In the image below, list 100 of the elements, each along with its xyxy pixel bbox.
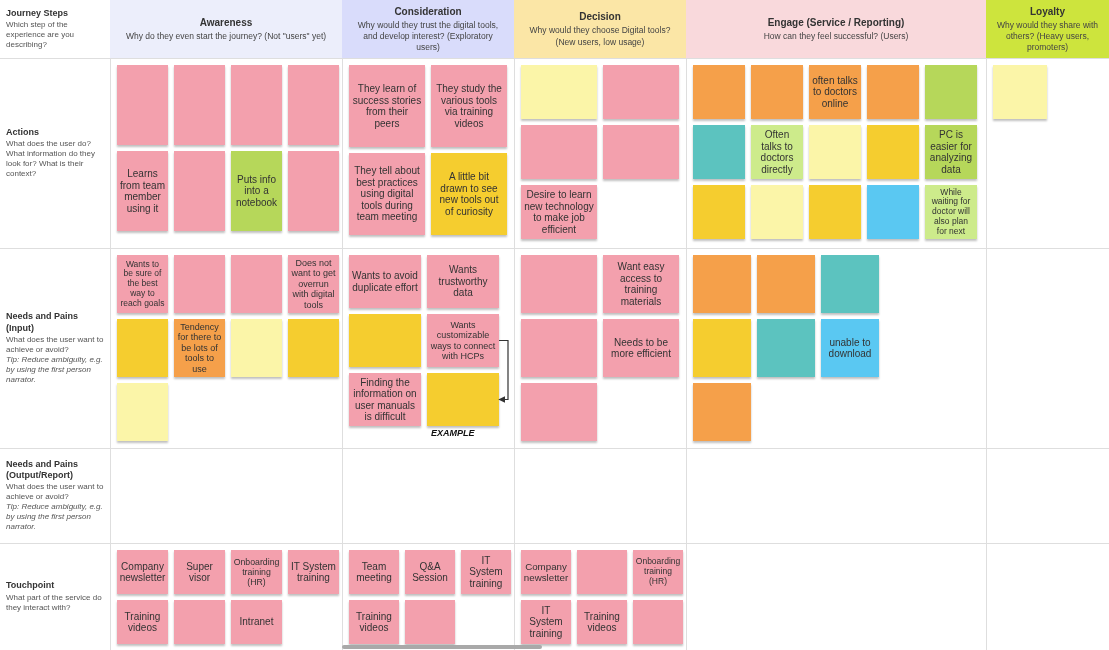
sticky-note: Wants to be sure of the best way to reach goals — [117, 255, 168, 313]
stage-header — [514, 0, 686, 58]
stage-question: Why would they share with others? (Heavy users, promoters) — [996, 19, 1099, 54]
sticky-note: Desire to learn new technology to make job efficient — [521, 185, 597, 239]
stage-title: Engage (Service / Reporting) — [767, 15, 905, 29]
sticky-note: They learn of success stories from their peers — [349, 65, 425, 147]
sticky-note: Training videos — [577, 600, 627, 644]
sticky-note — [521, 65, 597, 119]
sticky-note — [757, 255, 815, 313]
stage-title: Awareness — [199, 15, 253, 29]
sticky-note — [693, 383, 751, 441]
sticky-note: often talks to doctors online — [809, 65, 861, 119]
sticky-note — [288, 319, 339, 377]
sticky-note — [751, 185, 803, 239]
sticky-note: Super visor — [174, 550, 225, 594]
sticky-note: Training videos — [349, 600, 399, 644]
sticky-note — [521, 125, 597, 179]
row-title: Actions — [6, 126, 40, 139]
sticky-note: Company newsletter — [117, 550, 168, 594]
stage-question: Why would they trust the digital tools, and develop interest? (Exploratory users) — [356, 19, 500, 54]
sticky-note — [521, 383, 597, 441]
sticky-note — [633, 600, 683, 644]
sticky-note — [349, 314, 421, 367]
sticky-note: Learns from team member using it — [117, 151, 168, 231]
row-description: What part of the service do they interact with? — [6, 592, 103, 613]
sticky-note — [288, 151, 339, 231]
sticky-note: They tell about best practices using digital tools during team meeting — [349, 153, 425, 235]
sticky-note — [117, 65, 168, 145]
sticky-note — [693, 319, 751, 377]
sticky-note: Want easy access to training materials — [603, 255, 679, 313]
sticky-note — [757, 319, 815, 377]
sticky-note: IT System training — [461, 550, 511, 594]
stage-title: Loyalty — [1030, 4, 1065, 18]
sticky-note — [693, 255, 751, 313]
tip-text: Tip: Reduce ambiguity, e.g. by using the first person narrator. — [6, 354, 104, 385]
sticky-note — [693, 185, 745, 239]
row-title: Touchpoint — [6, 580, 56, 592]
sticky-note: Does not want to get overrun with digital tools — [288, 255, 339, 313]
sticky-note — [867, 65, 919, 119]
row-description: What does the user want to achieve or avoid? — [6, 334, 104, 355]
stage-header — [686, 0, 986, 58]
sticky-note — [288, 65, 339, 145]
sticky-note: Onboarding training (HR) — [231, 550, 282, 594]
sticky-note — [751, 65, 803, 119]
sticky-note — [231, 255, 282, 313]
sticky-note — [174, 255, 225, 313]
sticky-note — [427, 373, 499, 426]
sticky-note — [174, 151, 225, 231]
sticky-note — [117, 383, 168, 441]
sticky-note — [577, 550, 627, 594]
sticky-note — [821, 255, 879, 313]
sticky-note: Q&A Session — [405, 550, 455, 594]
stage-header — [110, 0, 342, 58]
sticky-note: Intranet — [231, 600, 282, 644]
sticky-note — [174, 65, 225, 145]
row-title: Journey Steps — [6, 7, 70, 20]
sticky-note — [993, 65, 1047, 119]
sticky-note — [693, 65, 745, 119]
sticky-note: Company newsletter — [521, 550, 571, 594]
stage-header — [986, 0, 1109, 58]
stamp-label: EXAMPLE — [431, 428, 475, 438]
sticky-note — [231, 319, 282, 377]
sticky-note: Wants customizable ways to connect with HCPs — [427, 314, 499, 367]
row-description: What does the user want to achieve or avoid? — [6, 482, 104, 503]
sticky-note: unable to download — [821, 319, 879, 377]
stage-header — [342, 0, 514, 58]
sticky-note — [603, 125, 679, 179]
sticky-note — [521, 255, 597, 313]
sticky-note: They study the various tools via training videos — [431, 65, 507, 147]
stage-title: Consideration — [394, 4, 462, 18]
row-title: Needs and Pains (Input) — [6, 311, 80, 334]
sticky-note: PC is easier for analyzing data — [925, 125, 977, 179]
sticky-note: Training videos — [117, 600, 168, 644]
sticky-note — [867, 185, 919, 239]
sticky-note — [693, 125, 745, 179]
sticky-note — [174, 600, 225, 644]
sticky-note — [925, 65, 977, 119]
sticky-note: Team meeting — [349, 550, 399, 594]
sticky-note: Onboarding training (HR) — [633, 550, 683, 594]
row-description: Which step of the experience are you describing? — [6, 20, 76, 51]
sticky-note — [521, 319, 597, 377]
sticky-note: Often talks to doctors directly — [751, 125, 803, 179]
tip-text: Tip: Reduce ambiguity, e.g. by using the first person narrator. — [6, 502, 104, 533]
sticky-note — [117, 319, 168, 377]
stage-question: Why do they even start the journey? (Not "users" yet) — [125, 30, 327, 42]
sticky-note: Wants trustworthy data — [427, 255, 499, 308]
sticky-note: Finding the information on user manuals is difficult — [349, 373, 421, 426]
sticky-note — [231, 65, 282, 145]
sticky-note — [405, 600, 455, 644]
connector-arrow — [498, 339, 509, 404]
sticky-note: A little bit drawn to see new tools out of curiosity — [431, 153, 507, 235]
row-description: What does the user do? What information do they look for? What is their context? — [6, 139, 96, 180]
stage-question: Why would they choose Digital tools? (New users, low usage) — [528, 25, 672, 48]
stage-question: How can they feel successful? (Users) — [763, 30, 909, 42]
row-title: Needs and Pains (Output/Report) — [6, 458, 80, 482]
sticky-note: Wants to avoid duplicate effort — [349, 255, 421, 308]
sticky-note: Needs to be more efficient — [603, 319, 679, 377]
stage-title: Decision — [579, 10, 621, 24]
sticky-note — [867, 125, 919, 179]
sticky-note — [809, 125, 861, 179]
